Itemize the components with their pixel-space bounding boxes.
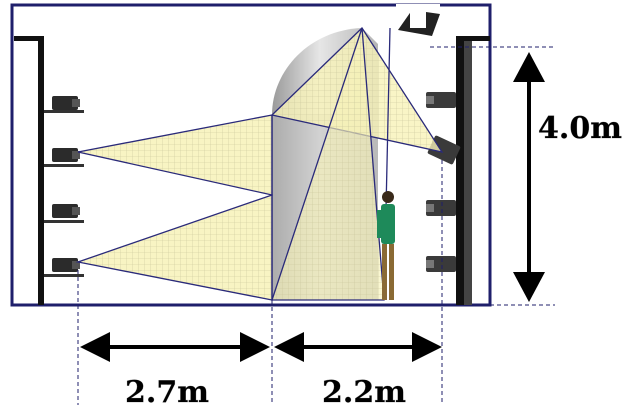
width-right-label: 2.2m	[322, 375, 406, 410]
height-label: 4.0m	[538, 111, 622, 146]
projector-icon	[52, 96, 80, 110]
left-projector-rack	[14, 36, 84, 305]
ceiling-projector-icon	[396, 4, 440, 36]
width-left-label: 2.7m	[125, 375, 209, 410]
height-dimension-arrow	[513, 52, 545, 302]
projector-icon	[426, 200, 456, 216]
width-dimension-arrow	[274, 332, 442, 362]
right-projector-rack	[456, 36, 490, 305]
width-dimension-arrow	[80, 332, 270, 362]
projection-beam	[271, 27, 385, 301]
person-figure	[377, 191, 395, 300]
dimension-guides	[77, 46, 555, 405]
projector-icon	[52, 204, 80, 218]
projector-icon	[426, 256, 456, 272]
projector-icon	[52, 148, 80, 162]
projector-icon	[426, 92, 456, 108]
projector-icon	[52, 258, 80, 272]
